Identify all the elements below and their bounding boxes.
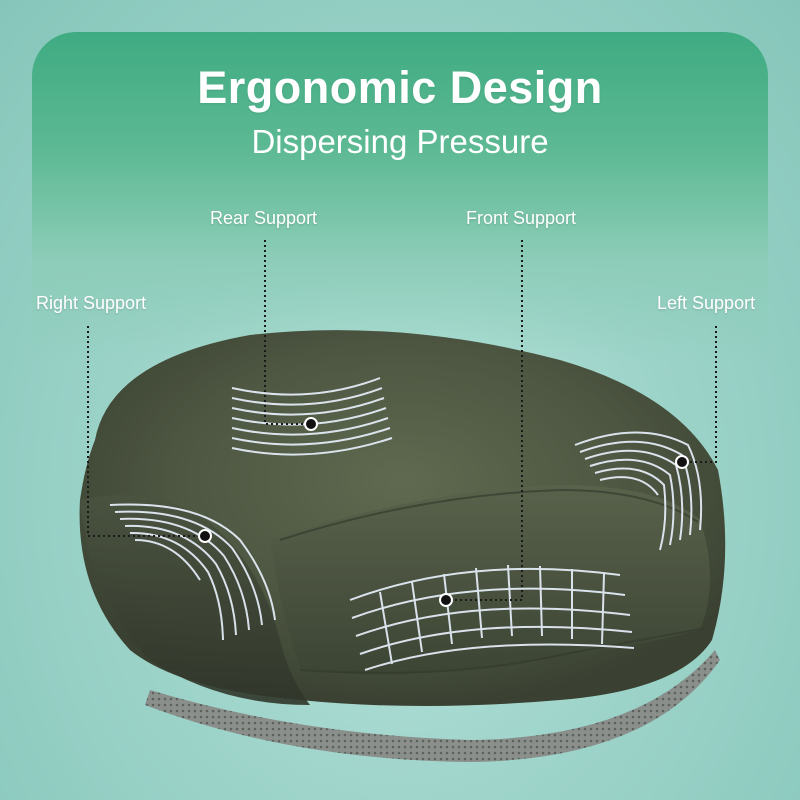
cushion-side-bolster [80, 495, 310, 705]
cushion-mesh-base [145, 650, 720, 762]
callout-dots [198, 417, 689, 607]
callout-front-support: Front Support [466, 208, 577, 228]
cushion-seam-bottom [299, 627, 706, 674]
header-panel [32, 32, 768, 362]
left-pressure-lines [574, 431, 703, 551]
cushion-seam [279, 488, 699, 541]
rear-pressure-lines [231, 377, 393, 456]
page-title: Ergonomic Design [197, 62, 603, 113]
callout-right-support: Right Support [36, 293, 147, 313]
front-pressure-grid [349, 564, 635, 671]
callout-left-support: Left Support [657, 293, 756, 313]
right-pressure-lines [109, 503, 276, 641]
callout-rear-support: Rear Support [210, 208, 318, 228]
callout-leaders [87, 240, 717, 601]
page-subtitle: Dispersing Pressure [251, 123, 549, 160]
